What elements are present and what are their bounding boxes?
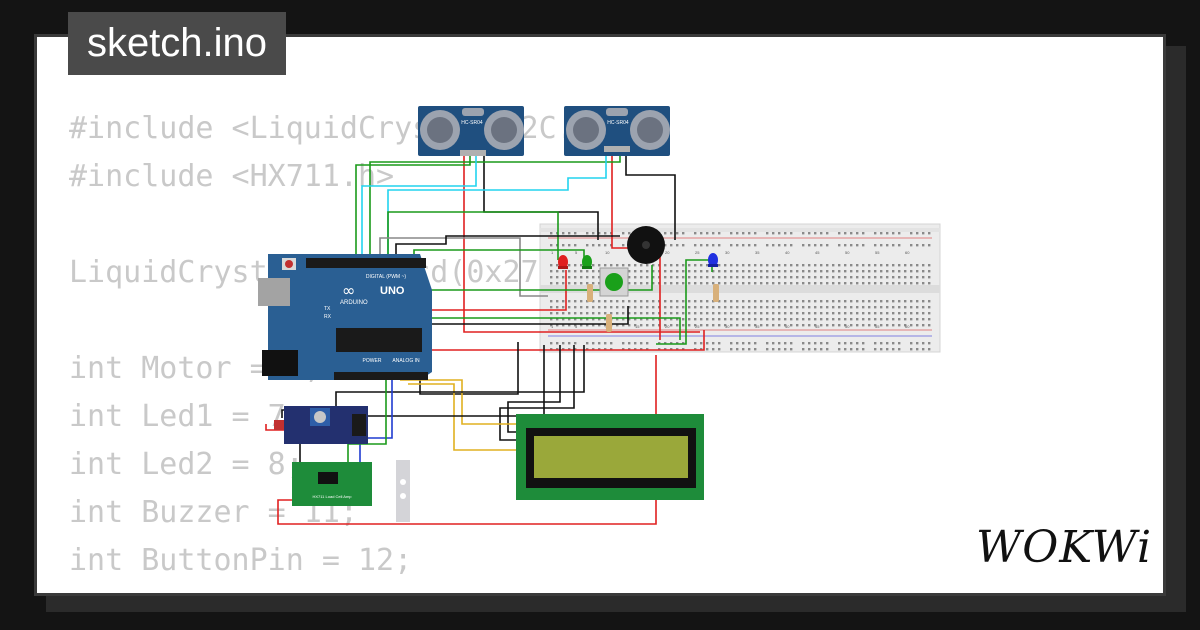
breadboard-column-number: 45	[815, 250, 820, 255]
breadboard-column-number: 45	[815, 324, 820, 329]
breadboard-column-number: 25	[695, 324, 700, 329]
code-line: #include <HX711.h>	[69, 159, 395, 194]
breadboard-column-number: 50	[845, 324, 850, 329]
wokwi-logo: WOKWi	[976, 522, 1153, 573]
breadboard-column-number: 5	[575, 250, 578, 255]
arduino-brand: ARDUINO	[340, 300, 368, 306]
wire-black-gnd	[379, 237, 548, 297]
wire-green-button	[420, 317, 681, 340]
arduino-power-label: POWER	[363, 358, 382, 364]
potentiometer-module	[274, 406, 368, 444]
arduino-digital-label: DIGITAL (PWM ~)	[366, 274, 406, 280]
wire-black-lcd2	[499, 345, 575, 441]
led-green	[582, 255, 592, 269]
sensor-right-label: HC-SR04	[607, 120, 629, 126]
wire-yellow-sda	[400, 379, 521, 446]
breadboard-column-number: 50	[845, 250, 850, 255]
wire-black-top	[395, 235, 620, 258]
wire-green-left-sensor	[355, 155, 471, 258]
breadboard-column-number: 10	[605, 250, 610, 255]
buzzer	[627, 226, 665, 264]
wire-yellow-scl	[408, 383, 520, 451]
push-button[interactable]	[599, 267, 629, 297]
wire-cyan-2	[387, 150, 607, 258]
breadboard-column-number: 20	[665, 250, 670, 255]
breadboard-column-number: 5	[575, 324, 578, 329]
breadboard-column-number: 35	[755, 324, 760, 329]
wire-red-trig-left	[463, 155, 700, 333]
breadboard-column-number: 1	[551, 250, 554, 255]
code-line: int TrigPin = 10;	[69, 591, 376, 593]
led-blue	[708, 253, 718, 267]
breadboard-column-number: 30	[725, 324, 730, 329]
breadboard-column-number: 35	[755, 250, 760, 255]
wire-black-button	[410, 306, 629, 325]
sensor-left-label: HC-SR04	[461, 120, 483, 126]
code-line: int Led2 = 8;	[69, 447, 304, 482]
wire-cyan-1	[361, 155, 477, 258]
code-line: int ButtonPin = 12;	[69, 543, 413, 578]
arduino-analog-label: ANALOG IN	[392, 358, 420, 364]
lcd-display	[516, 414, 704, 500]
breadboard-column-number: 1	[551, 324, 554, 329]
breadboard-column-number: 55	[875, 324, 880, 329]
wire-black-right-sensor	[625, 150, 676, 240]
breadboard-column-number: 25	[695, 250, 700, 255]
breadboard-column-number: 55	[875, 250, 880, 255]
arduino-model: UNO	[380, 285, 405, 297]
arduino-rx-label: RX	[324, 314, 332, 320]
hx711-label: HX711 Load Cell Amp	[312, 494, 352, 499]
hx711-module: HX711 Load Cell Amp	[292, 462, 372, 506]
breadboard-column-number: 20	[665, 324, 670, 329]
breadboard-column-number: 40	[785, 250, 790, 255]
arduino-uno: DIGITAL (PWM ~) ∞ UNO ARDUINO TX RX POWE…	[258, 254, 432, 380]
file-tab[interactable]: sketch.ino	[68, 12, 286, 75]
load-cell	[396, 460, 410, 522]
ultrasonic-sensor-left: HC-SR04	[418, 106, 524, 156]
arduino-logo-symbol: ∞	[342, 281, 355, 300]
breadboard-column-number: 60	[905, 324, 910, 329]
ultrasonic-sensor-right: HC-SR04	[564, 106, 670, 156]
arduino-tx-label: TX	[324, 306, 331, 312]
wire-black-gnd-lcd	[419, 342, 519, 395]
wire-blue-hx	[359, 380, 393, 470]
breadboard-column-number: 30	[725, 250, 730, 255]
wire-black-lcd	[507, 345, 561, 433]
breadboard-column-number: 40	[785, 324, 790, 329]
code-line: int Led1 = 7;	[69, 399, 304, 434]
breadboard-column-number: 60	[905, 250, 910, 255]
led-red	[558, 255, 568, 269]
resistors	[587, 284, 719, 332]
breadboard-column-number: 15	[635, 324, 640, 329]
